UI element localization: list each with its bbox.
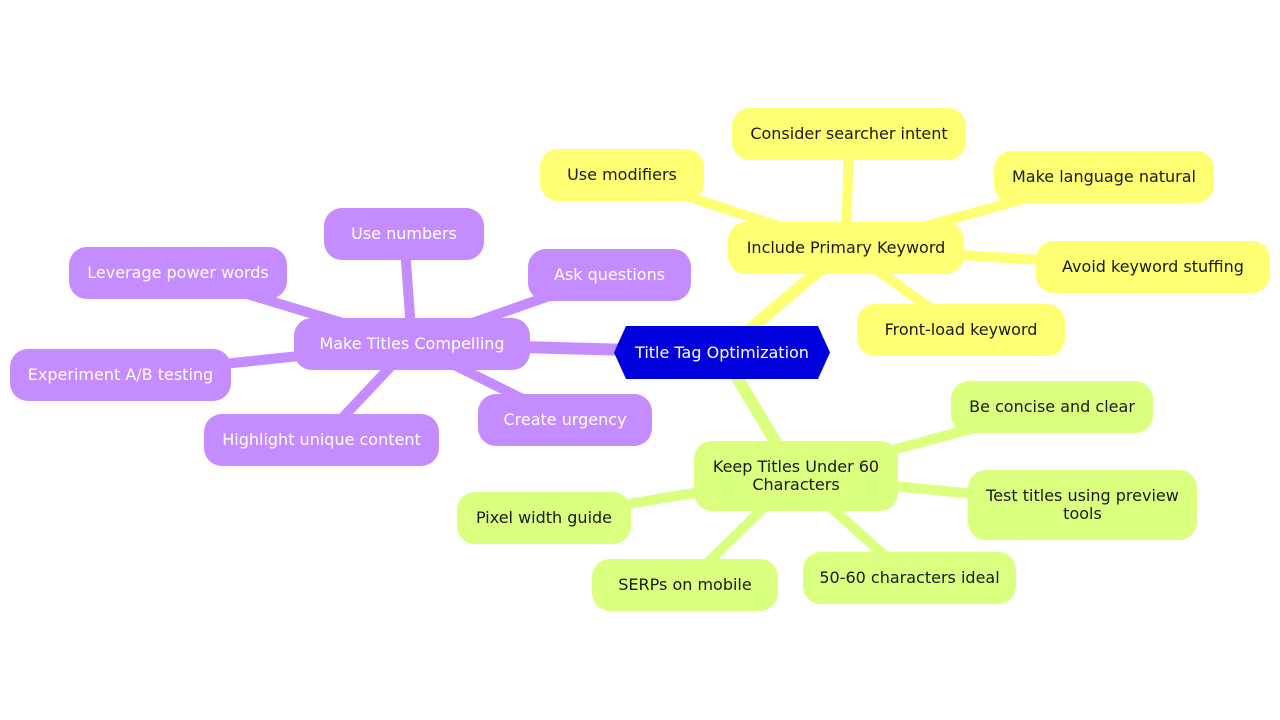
leaf-make-language-natural[interactable]: Make language natural (994, 151, 1214, 203)
leaf-front-load-keyword[interactable]: Front-load keyword (857, 304, 1065, 356)
leaf-use-modifiers[interactable]: Use modifiers (540, 149, 704, 201)
leaf-50-60-characters-ideal[interactable]: 50-60 characters ideal (803, 552, 1016, 604)
leaf-use-numbers[interactable]: Use numbers (324, 208, 484, 260)
leaf-avoid-keyword-stuffing[interactable]: Avoid keyword stuffing (1036, 241, 1270, 293)
leaf-experiment-ab-testing[interactable]: Experiment A/B testing (10, 349, 231, 401)
leaf-serps-on-mobile[interactable]: SERPs on mobile (592, 559, 778, 611)
leaf-test-titles-using-preview-tools[interactable]: Test titles using preview tools (968, 470, 1197, 540)
leaf-ask-questions[interactable]: Ask questions (528, 249, 691, 301)
leaf-consider-searcher-intent[interactable]: Consider searcher intent (732, 108, 966, 160)
leaf-be-concise-and-clear[interactable]: Be concise and clear (951, 381, 1153, 433)
root-node[interactable]: Title Tag Optimization (614, 326, 830, 379)
branch-make-titles-compelling[interactable]: Make Titles Compelling (294, 318, 530, 370)
leaf-create-urgency[interactable]: Create urgency (478, 394, 652, 446)
leaf-leverage-power-words[interactable]: Leverage power words (69, 247, 287, 299)
leaf-highlight-unique-content[interactable]: Highlight unique content (204, 414, 439, 466)
branch-include-primary-keyword[interactable]: Include Primary Keyword (728, 222, 964, 274)
branch-keep-titles-under-60-characters[interactable]: Keep Titles Under 60 Characters (694, 441, 898, 511)
leaf-pixel-width-guide[interactable]: Pixel width guide (457, 492, 631, 544)
